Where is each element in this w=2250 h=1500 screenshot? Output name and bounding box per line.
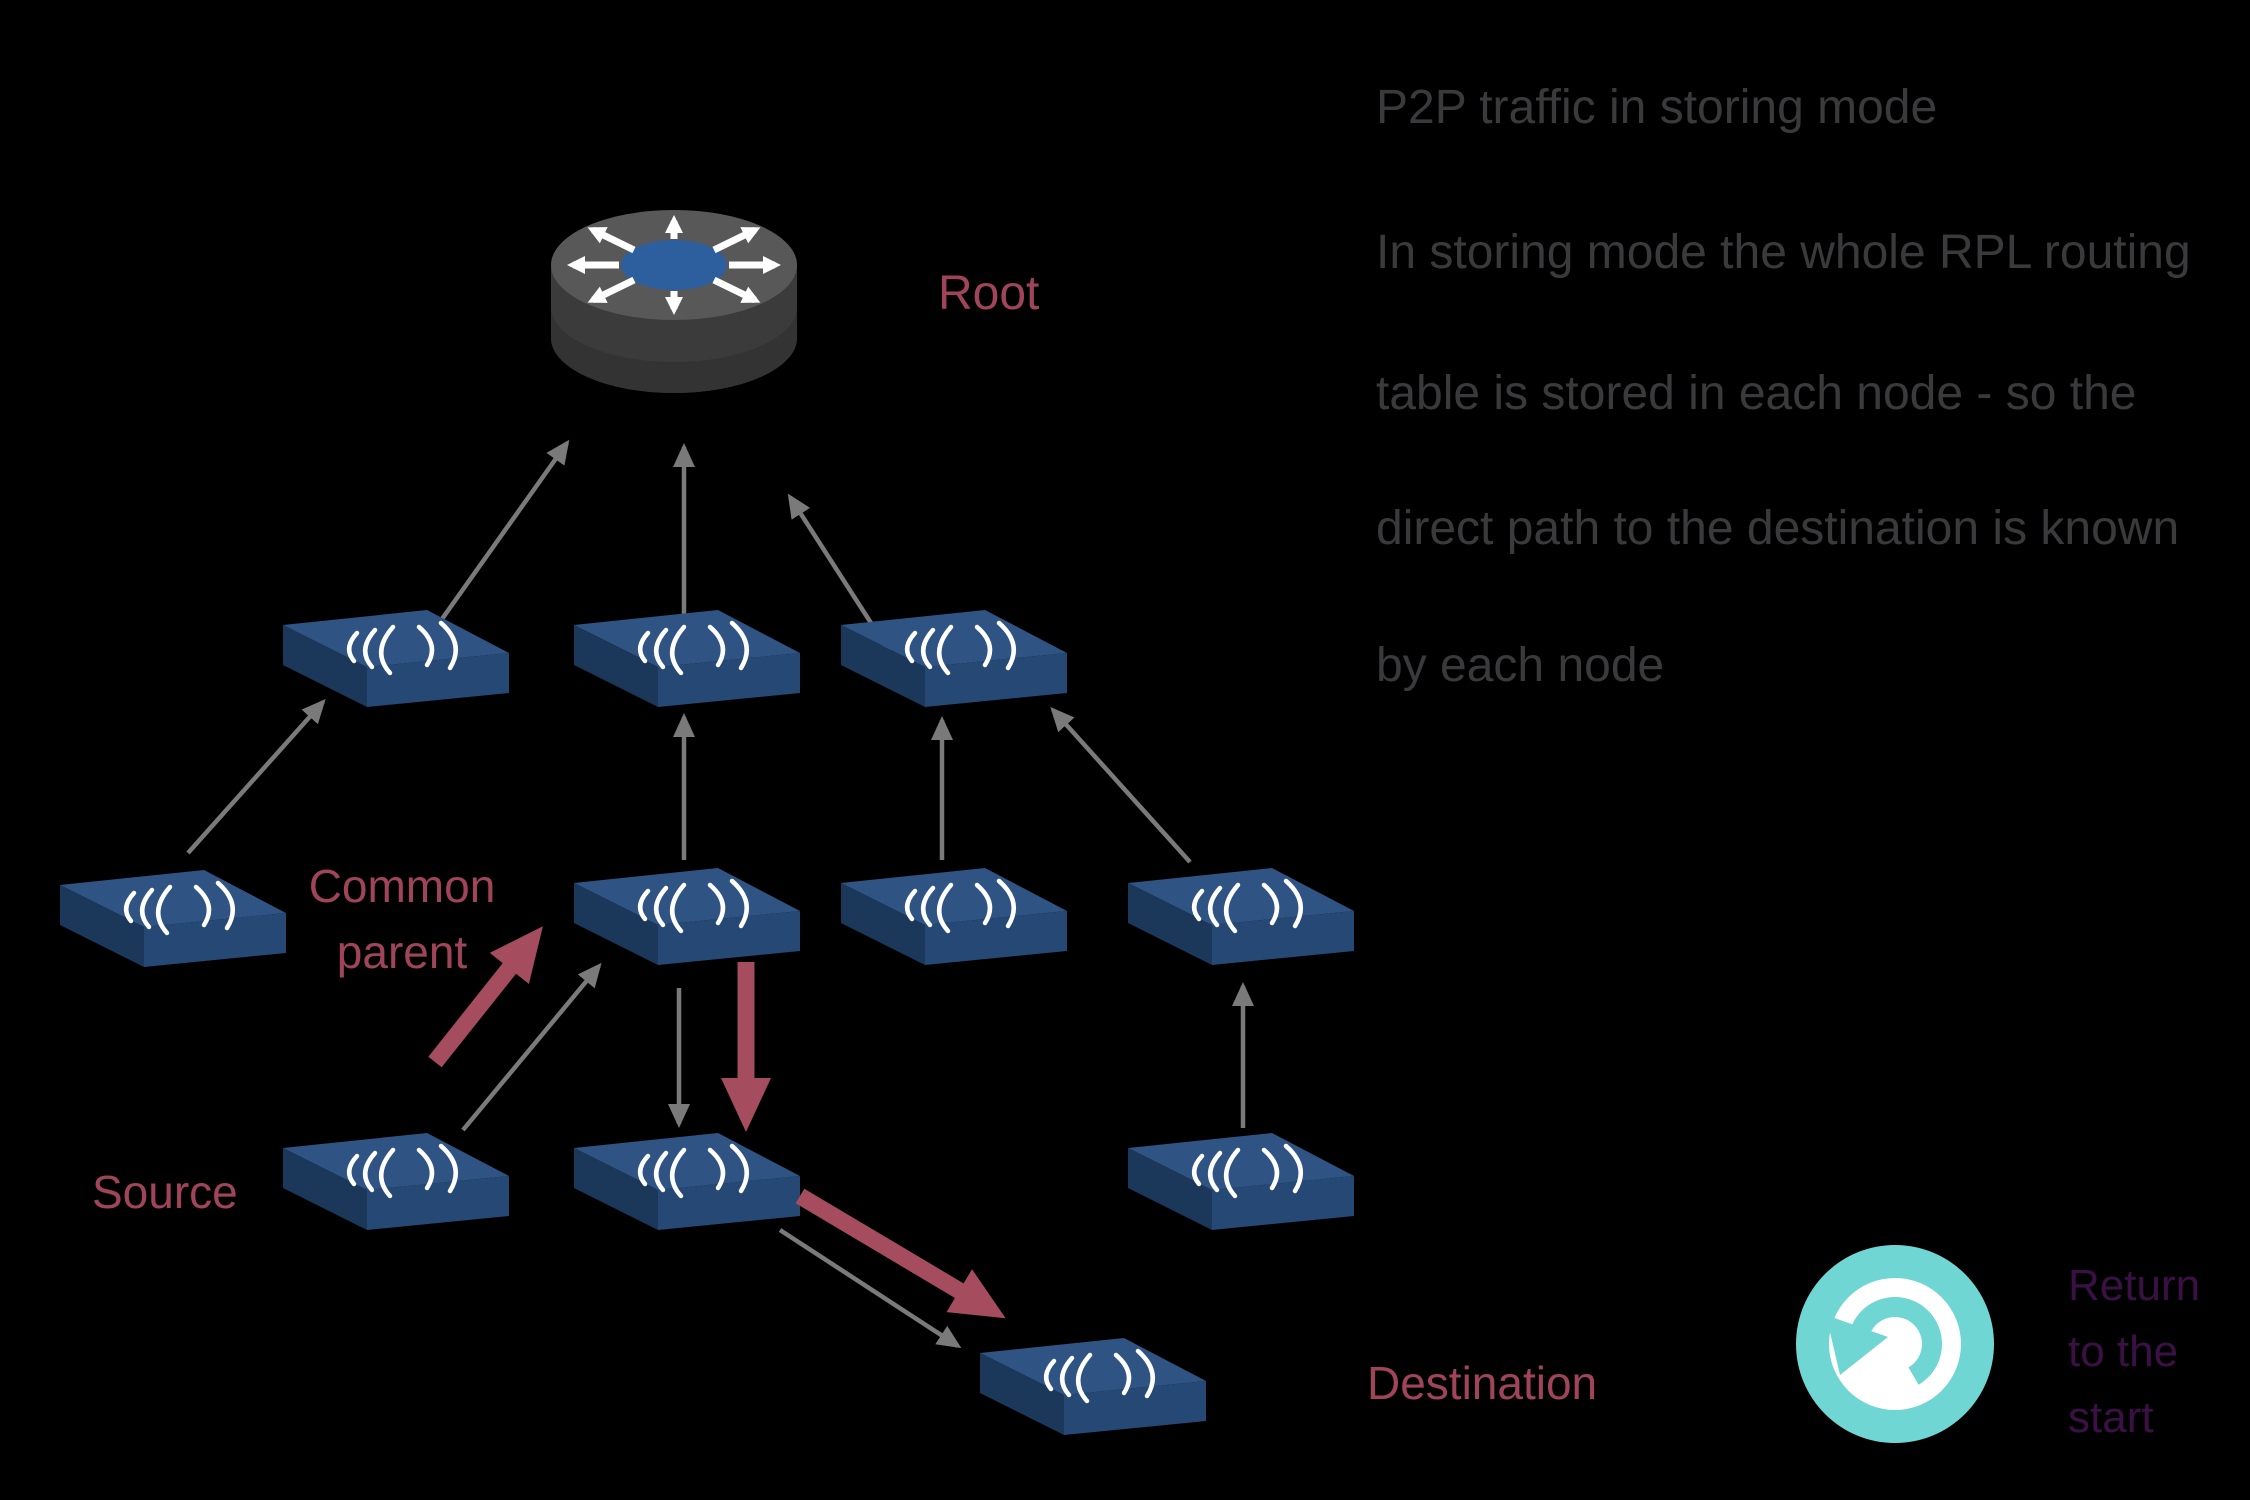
description-line: by each node bbox=[1376, 639, 1665, 692]
description-line: table is stored in each node - so the bbox=[1376, 367, 2137, 420]
root-label: Root bbox=[938, 267, 1040, 320]
wireless-node-icon bbox=[283, 610, 509, 707]
wireless-node-icon bbox=[1128, 1133, 1354, 1230]
router-broadcast-icon bbox=[551, 210, 797, 393]
wireless-node-icon bbox=[841, 868, 1067, 965]
wireless-node-icon bbox=[574, 610, 800, 707]
common-parent-label: Common parent bbox=[308, 860, 496, 978]
p2p-arrow-source-to-commonparent bbox=[428, 926, 543, 1068]
wireless-node-icon-common-parent bbox=[574, 868, 800, 965]
link-node4-to-node1 bbox=[186, 699, 326, 855]
wireless-node-icon bbox=[574, 1133, 800, 1230]
wireless-node-icon-source bbox=[283, 1133, 509, 1230]
wireless-node-icon bbox=[60, 870, 286, 967]
wireless-nodes bbox=[60, 610, 1354, 1435]
wireless-node-icon bbox=[1128, 868, 1354, 965]
p2p-traffic-path bbox=[428, 926, 1006, 1319]
source-label: Source bbox=[92, 1166, 238, 1218]
p2p-arrow-to-destination bbox=[795, 1188, 1006, 1319]
link-node7-to-node3 bbox=[1050, 707, 1192, 864]
description-line: P2P traffic in storing mode bbox=[1376, 81, 1938, 134]
description-line: direct path to the destination is known bbox=[1376, 502, 2180, 555]
link-node9-to-destination bbox=[778, 1228, 962, 1349]
destination-label: Destination bbox=[1367, 1357, 1598, 1409]
description-line: In storing mode the whole RPL routing bbox=[1376, 226, 2191, 279]
restart-circular-arrow-icon[interactable] bbox=[1796, 1245, 1994, 1443]
link-source-to-commonparent bbox=[461, 962, 602, 1132]
wireless-node-icon bbox=[841, 610, 1067, 707]
return-to-start-label[interactable]: Return to the start bbox=[2068, 1261, 2201, 1442]
link-node1-to-root bbox=[418, 439, 570, 652]
wireless-node-icon-destination bbox=[980, 1338, 1206, 1435]
